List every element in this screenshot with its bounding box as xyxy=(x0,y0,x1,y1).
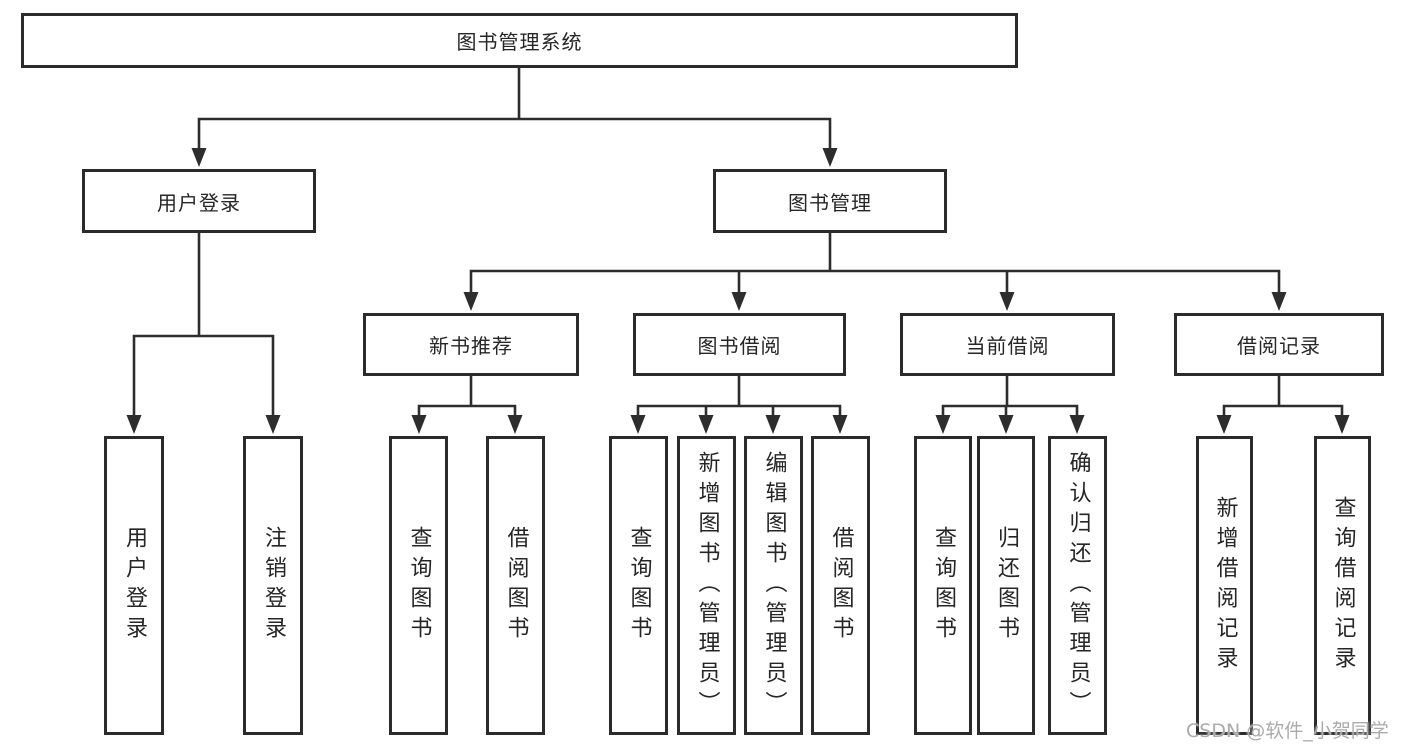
connector-book-borrow-group xyxy=(630,374,848,434)
leaf-edit-books-admin: 编辑图书（管理员） xyxy=(744,436,803,735)
node-user-login: 用户登录 xyxy=(82,169,316,233)
connector-borrow-records-group xyxy=(1216,374,1350,434)
connector-current-borrow-group xyxy=(935,374,1085,434)
node-label: 新增借阅记录 xyxy=(1212,495,1238,676)
node-label: 借阅图书 xyxy=(503,525,529,646)
node-label: 归还图书 xyxy=(994,525,1019,646)
node-label: 图书管理系统 xyxy=(456,30,583,54)
node-current-borrowing: 当前借阅 xyxy=(900,313,1115,376)
node-library-management-system: 图书管理系统 xyxy=(21,13,1018,68)
node-label: 查询图书 xyxy=(626,525,652,646)
node-label: 新增图书（管理员） xyxy=(694,450,720,721)
node-label: 编辑图书（管理员） xyxy=(761,450,787,721)
node-label: 注销登录 xyxy=(261,525,286,646)
node-book-borrowing: 图书借阅 xyxy=(633,313,846,376)
node-label: 查询借阅记录 xyxy=(1330,495,1356,676)
leaf-query-borrow-record: 查询借阅记录 xyxy=(1314,436,1371,735)
node-label: 查询图书 xyxy=(931,525,956,646)
node-book-management: 图书管理 xyxy=(713,169,947,233)
leaf-user-login: 用户登录 xyxy=(104,436,164,735)
leaf-borrow-books-1: 借阅图书 xyxy=(486,436,545,735)
leaf-add-books-admin: 新增图书（管理员） xyxy=(677,436,736,735)
leaf-return-books: 归还图书 xyxy=(977,436,1035,735)
csdn-watermark: CSDN @软件_小贺同学 xyxy=(1186,720,1389,742)
node-label: 用户登录 xyxy=(122,525,147,646)
node-label: 确认归还（管理员） xyxy=(1065,450,1091,721)
leaf-logout: 注销登录 xyxy=(243,436,303,735)
node-label: 新书推荐 xyxy=(429,334,513,358)
connector-root-to-level2 xyxy=(191,66,838,167)
connector-user-login-group xyxy=(126,231,281,434)
node-new-book-recommend: 新书推荐 xyxy=(363,313,579,376)
leaf-add-borrow-record: 新增借阅记录 xyxy=(1196,436,1253,735)
node-label: 当前借阅 xyxy=(965,334,1050,358)
leaf-confirm-return-admin: 确认归还（管理员） xyxy=(1048,436,1107,735)
node-label: 借阅图书 xyxy=(828,525,854,646)
leaf-query-books-2: 查询图书 xyxy=(609,436,668,735)
node-label: 用户登录 xyxy=(157,190,241,215)
node-label: 图书管理 xyxy=(788,190,872,215)
leaf-borrow-books-2: 借阅图书 xyxy=(811,436,870,735)
node-borrowing-records: 借阅记录 xyxy=(1174,313,1384,376)
node-label: 借阅记录 xyxy=(1237,334,1321,358)
connector-new-book-rec-group xyxy=(411,374,523,434)
leaf-query-books-1: 查询图书 xyxy=(389,436,448,735)
node-label: 图书借阅 xyxy=(697,334,782,358)
connector-book-mgmt-to-level3 xyxy=(463,231,1287,311)
leaf-query-books-3: 查询图书 xyxy=(914,436,972,735)
node-label: 查询图书 xyxy=(406,525,432,646)
